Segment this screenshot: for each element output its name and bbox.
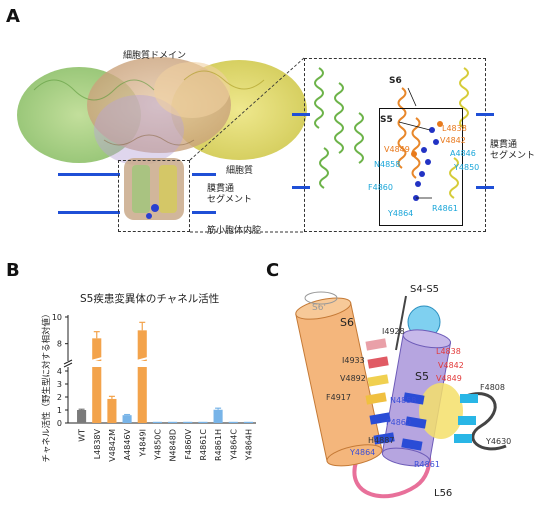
x-tick-label: Y4864C [229, 429, 238, 461]
tm-segment-label-right: 膜貫通 セグメント [490, 140, 536, 161]
cytoplasmic-domain-label: 細胞質ドメイン [123, 51, 187, 61]
c-residue-v4849: V4849 [436, 374, 462, 383]
c-residue-i4933: I4933 [342, 356, 365, 365]
membrane-tick-left-top [292, 113, 310, 116]
bar [198, 421, 208, 423]
c-residue-v4892: V4892 [340, 374, 366, 383]
c-l56-label: L56 [434, 488, 453, 499]
bar-break [90, 357, 103, 362]
c-residue-n4858: N4858 [390, 396, 417, 405]
c-residue-y4630: Y4630 [486, 437, 512, 446]
selection-box-small [118, 160, 190, 232]
y-tick-label: 10 [52, 313, 62, 322]
x-tick-label: V4842M [108, 429, 117, 462]
y-tick-label: 3 [57, 380, 62, 389]
zoom-residue-v4842: V4842 [440, 136, 466, 145]
bar [107, 398, 117, 423]
bar [92, 367, 102, 423]
axis-break-mark [63, 362, 73, 368]
zoom-residue-v4849: V4849 [384, 145, 410, 154]
x-tick-label: F4860V [184, 428, 193, 459]
topology-diagram [295, 291, 507, 499]
cytoplasm-label: 細胞質 [226, 166, 254, 176]
y-tick-label: 2 [57, 393, 62, 402]
zoom-residue-a4846: A4846 [450, 149, 476, 158]
c-residue-v4842: V4842 [438, 361, 464, 370]
axis-break-mark [63, 359, 73, 365]
membrane-tick-right-bottom [476, 186, 494, 189]
membrane-tick-left-bottom [292, 186, 310, 189]
c-s6prime-label: S6' [312, 303, 326, 313]
c-s6-label: S6 [340, 316, 354, 329]
zoom-helices-illustration [314, 67, 469, 201]
zoom-s6-label: S6 [389, 76, 402, 86]
y-tick-label: 8 [57, 340, 62, 349]
c-residue-r4861: R4861 [414, 460, 440, 469]
x-tick-label: L4838V [93, 428, 102, 459]
membrane-line-top-right [192, 173, 216, 176]
bar [213, 409, 223, 423]
zoom-box [304, 58, 486, 232]
sr-lumen-label: 筋小胞体内腔 [207, 226, 262, 236]
x-tick-label: Y4849I [138, 429, 147, 458]
x-tick-label: Y4864H [244, 429, 253, 461]
bar [122, 415, 132, 423]
bar [137, 367, 147, 423]
zoom-inner-box [379, 108, 463, 226]
y-tick-label: 4 [57, 367, 62, 376]
x-tick-label: N4848D [169, 429, 178, 462]
x-tick-label: WT [78, 429, 87, 442]
bar [168, 421, 178, 423]
panel-b-letter: B [6, 260, 20, 281]
zoom-residue-l4838: L4838 [442, 124, 467, 133]
c-s5-label: S5 [415, 370, 429, 383]
bar [243, 421, 253, 423]
zoom-s5-label: S5 [380, 115, 393, 125]
c-s4s5-label: S4-S5 [410, 284, 440, 295]
y-tick-label: 1 [57, 406, 62, 415]
c-residue-h4887: H4887 [368, 436, 395, 445]
bar [183, 421, 193, 423]
ryr1-structure-illustration [17, 57, 307, 220]
membrane-tick-right-top [476, 113, 494, 116]
zoom-residue-y4864: Y4864 [388, 209, 414, 218]
c-residue-f4860: F4860 [386, 418, 411, 427]
x-tick-label: R4861H [214, 429, 223, 461]
c-residue-l4838: L4838 [436, 347, 461, 356]
bar-break [136, 357, 149, 362]
bar [77, 410, 87, 423]
membrane-line-bottom-right [192, 211, 216, 214]
bar [152, 421, 162, 423]
zoom-residue-n4858: N4858 [374, 160, 401, 169]
x-tick-label: Y4850C [153, 429, 162, 461]
x-tick-label: R4861C [199, 429, 208, 461]
panel-c-letter: C [266, 260, 280, 281]
bar [137, 330, 147, 361]
tm-segment-label-left: 膜貫通 セグメント [207, 184, 253, 205]
c-residue-y4864: Y4864 [350, 448, 376, 457]
c-residue-f4917: F4917 [326, 393, 351, 402]
c-residue-i4928: I4928 [382, 327, 405, 336]
bar [92, 338, 102, 361]
panel-a-letter: A [6, 6, 20, 27]
membrane-line-bottom-left [58, 211, 120, 214]
y-tick-label: 0 [57, 419, 62, 428]
x-tick-label: A4846V [123, 428, 132, 460]
zoom-residue-f4860: F4860 [368, 183, 393, 192]
membrane-line-top-left [58, 173, 120, 176]
bar [228, 421, 238, 423]
zoom-residue-y4850: Y4850 [454, 163, 480, 172]
c-residue-f4808: F4808 [480, 383, 505, 392]
zoom-residue-r4861: R4861 [432, 204, 458, 213]
chart-title: S5疾患変異体のチャネル活性 [80, 293, 220, 305]
zoom-connector-lines [189, 57, 305, 233]
